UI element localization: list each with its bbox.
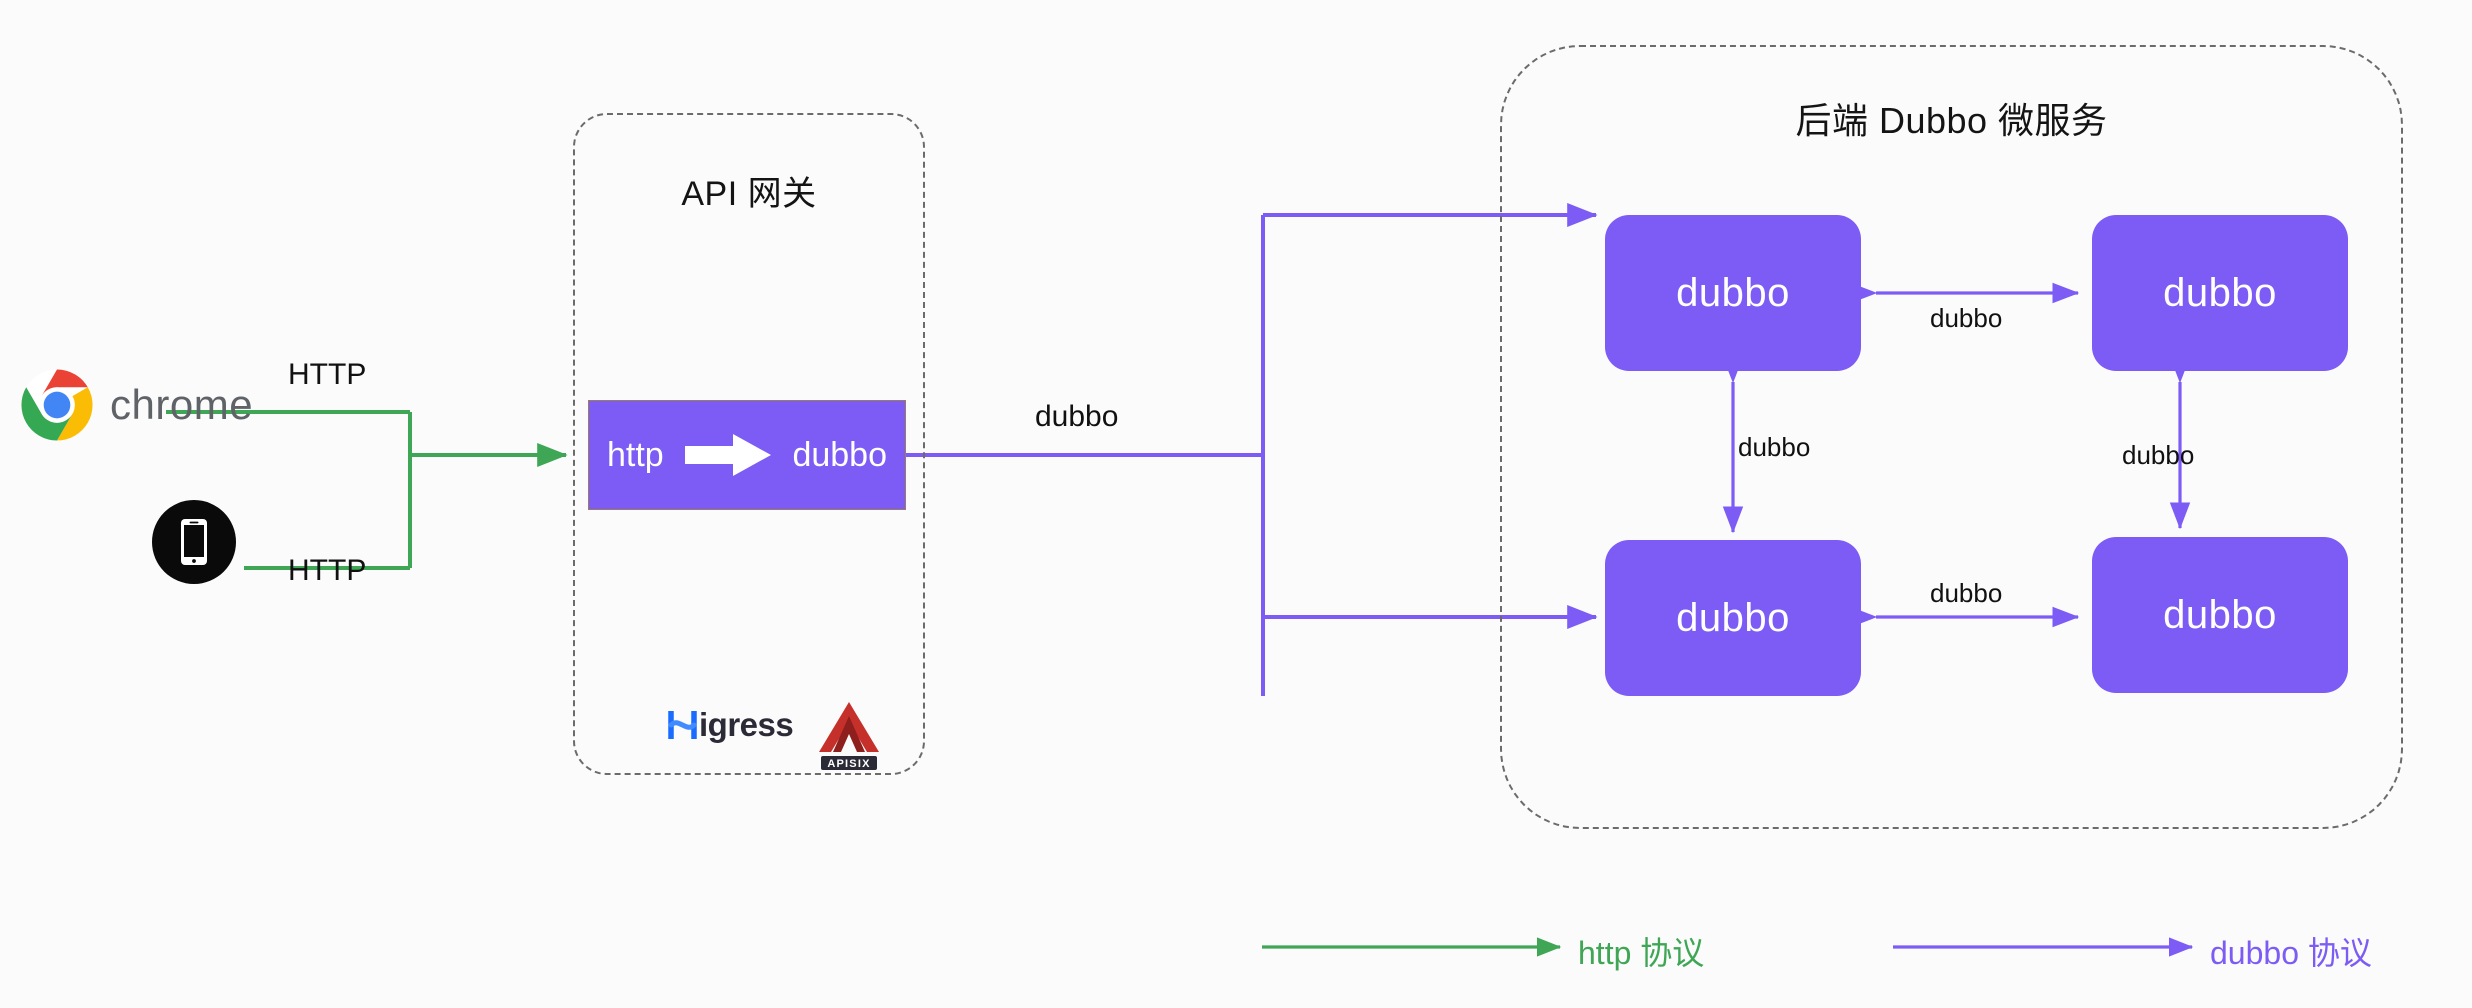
dubbo-node-top-left: dubbo [1605, 215, 1861, 371]
dubbo-node-top-right: dubbo [2092, 215, 2348, 371]
backend-services-title: 后端 Dubbo 微服务 [1795, 100, 2108, 141]
chrome-client: chrome [20, 368, 253, 442]
legend-label-http: http 协议 [1578, 935, 1705, 971]
mobile-phone-icon [152, 500, 236, 584]
conversion-target-label: dubbo [792, 435, 887, 474]
edge-label-dubbo-right-vertical: dubbo [2122, 440, 2195, 470]
chrome-logo-icon [21, 369, 93, 441]
mobile-client [150, 498, 238, 586]
right-arrow-icon [685, 434, 772, 476]
dubbo-node-bottom-right: dubbo [2092, 537, 2348, 693]
dubbo-node-bottom-left: dubbo [1605, 540, 1861, 696]
api-gateway-group [573, 113, 925, 775]
chrome-label: chrome [110, 381, 254, 428]
edge-label-dubbo-trunk: dubbo [1035, 400, 1119, 433]
apisix-mark-icon: APISIX [819, 702, 879, 770]
higress-mark-icon [668, 711, 697, 739]
edge-label-dubbo-left-vertical: dubbo [1738, 432, 1811, 462]
dubbo-trunk-edges [906, 203, 1598, 696]
edge-label-http-mobile: HTTP [288, 554, 367, 587]
api-gateway-title: API 网关 [681, 175, 817, 213]
legend-item-dubbo: dubbo 协议 [1890, 928, 2372, 974]
backend-services-group [1500, 45, 2403, 829]
edge-label-dubbo-top-horizontal: dubbo [1930, 303, 2003, 333]
edge-label-http-chrome: HTTP [288, 358, 367, 391]
conversion-source-label: http [607, 435, 664, 474]
http-to-dubbo-conversion-block: http dubbo [588, 400, 906, 510]
apisix-logo-icon: APISIX [815, 698, 883, 774]
legend-item-http: http 协议 [1258, 928, 1704, 974]
svg-text:APISIX: APISIX [827, 758, 870, 770]
edge-label-dubbo-bottom-horizontal: dubbo [1930, 578, 2003, 608]
legend-label-dubbo: dubbo 协议 [2210, 935, 2372, 971]
higress-wordmark: igress [699, 706, 794, 743]
higress-logo-icon: igress [668, 706, 794, 744]
